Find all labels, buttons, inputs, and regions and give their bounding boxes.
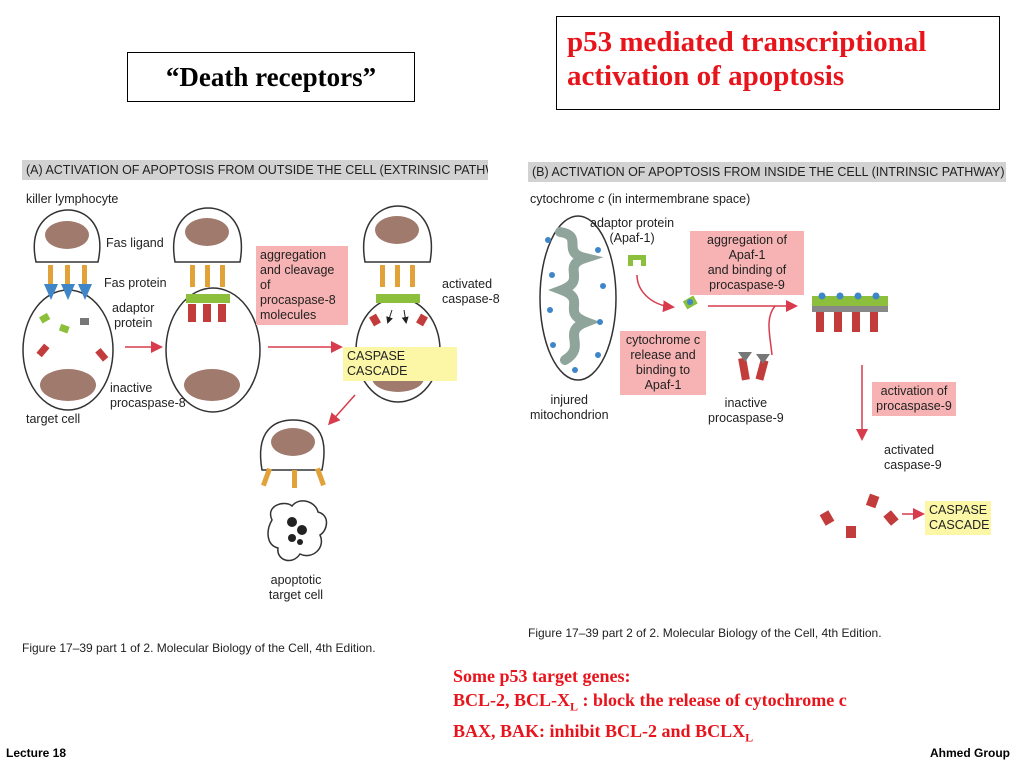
activated-caspase-8-label: activated caspase-8 [442,277,500,306]
inactive-procaspase-9 [738,352,770,381]
fas-ligand-label: Fas ligand [106,236,164,250]
aggregation-cleavage-box: aggregation and cleavage of procaspase-8… [256,246,348,325]
activated-caspase-9-label: activated caspase-9 [884,443,942,472]
cytochrome-c-label: cytochrome c (in intermembrane space) [530,192,751,206]
adaptor-protein-label-a: adaptor protein [112,301,155,330]
aggregation-apaf-box: aggregation of Apaf-1 and binding of pro… [690,231,804,295]
arrow-b3 [768,305,776,356]
cytochrome-release-box: cytochrome c release and binding to Apaf… [620,331,706,395]
killer-lymphocyte-2 [172,207,243,263]
fas-receptors-1 [36,265,109,362]
panel-a-header: (A) ACTIVATION OF APOPTOSIS FROM OUTSIDE… [22,160,488,180]
apoptotic-target-cell-label: apoptotic target cell [268,573,324,602]
target-genes-line1: BCL-2, BCL-XL : block the release of cyt… [453,690,847,714]
inactive-procaspase-9-label: inactive procaspase-9 [708,396,784,425]
arrow-b1 [636,274,675,313]
p53-target-genes: Some p53 target genes: BCL-2, BCL-XL : b… [453,664,847,749]
target-genes-line2: BAX, BAK: inhibit BCL-2 and BCLXL [453,720,754,745]
p53-title: p53 mediated transcriptional activation … [556,16,1000,110]
caspase-cascade-b: CASPASE CASCADE [925,501,991,535]
killer-lymphocyte-1 [33,209,101,263]
killer-lymphocyte-3 [362,205,433,263]
panel-b-header: (B) ACTIVATION OF APOPTOSIS FROM INSIDE … [528,162,1006,182]
apaf-bound-cytochrome [682,295,698,310]
caspase-cascade-a: CASPASE CASCADE [343,347,457,381]
p53-title-line2: activation of apoptosis [567,60,845,92]
inactive-procaspase-8-label: inactive procaspase-8 [110,381,186,410]
injured-mitochondrion [539,215,617,381]
injured-mitochondrion-label: injured mitochondrion [530,393,609,422]
aggregated-receptors-2 [186,265,230,322]
arrow-a3 [328,394,356,426]
apoptosome [812,292,888,332]
figure-caption-b: Figure 17–39 part 2 of 2. Molecular Biol… [528,626,882,640]
apaf-1-adaptor [628,255,646,266]
apoptotic-target-cell [267,500,328,562]
activation-procaspase-9-box: activation of procaspase-9 [872,382,956,416]
footer-group: Ahmed Group [930,746,1010,760]
target-genes-heading: Some p53 target genes: [453,666,631,686]
target-cell-label: target cell [26,412,81,426]
footer-lecture: Lecture 18 [6,746,67,760]
killer-lymphocyte-label: killer lymphocyte [26,192,119,206]
apaf-1-label: adaptor protein (Apaf-1) [590,216,675,245]
activated-caspase-9 [819,493,899,538]
activated-receptors-3 [369,265,428,327]
p53-title-line1: p53 mediated transcriptional [567,26,927,58]
figure-caption-a: Figure 17–39 part 1 of 2. Molecular Biol… [22,641,376,655]
killer-lymphocyte-4 [259,419,326,488]
fas-protein-label: Fas protein [104,276,167,290]
death-receptors-title: “Death receptors” [127,52,415,102]
